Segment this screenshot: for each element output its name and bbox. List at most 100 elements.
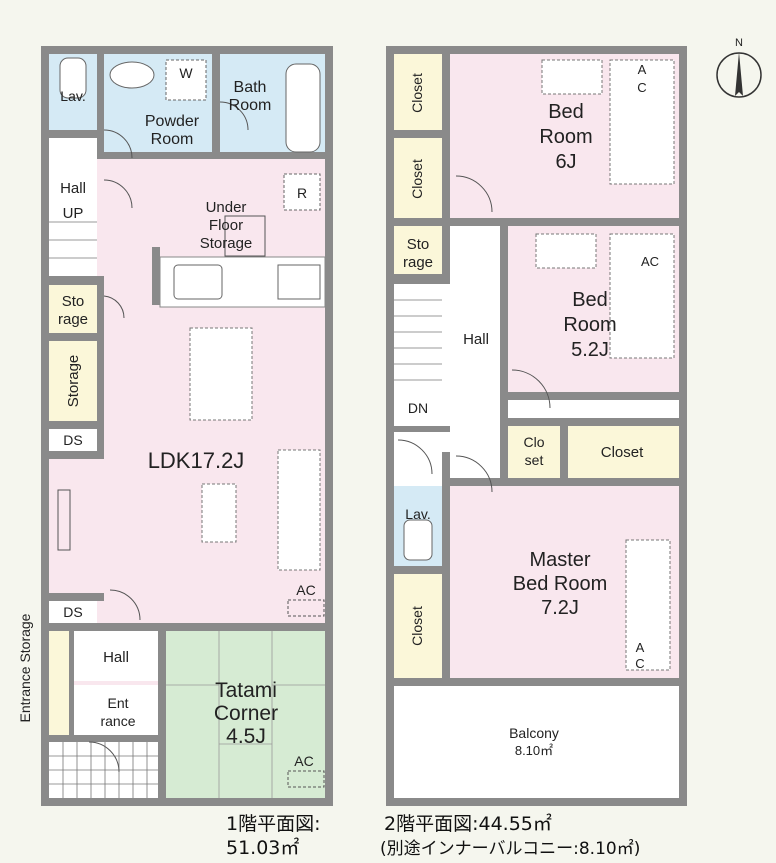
first-floor-door-swings <box>88 101 249 773</box>
entrance-label-2: rance <box>100 713 135 729</box>
ldk-label: LDK17.2J <box>148 448 245 473</box>
underfloor-label-3: Storage <box>200 235 253 252</box>
storage-room <box>49 341 97 421</box>
hall-up-label-2: UP <box>63 205 84 222</box>
second-floor-caption-2: (別途インナーバルコニー:8.10㎡) <box>380 839 640 859</box>
sink-icon <box>173 264 223 300</box>
closet-c-room <box>394 574 442 678</box>
closet-a-label: Closet <box>409 73 425 113</box>
bath-room-label-2: Room <box>229 97 272 114</box>
second-floor: Closet Closet Bed Room 6J A C Sto rage B… <box>386 46 687 806</box>
closet-small-label-1: Clo <box>523 434 544 450</box>
entrance-storage-label: Entrance Storage <box>17 613 33 722</box>
tatami-label-3: 4.5J <box>226 725 266 748</box>
first-floor: Lav. Powder Room W Bath Room Hall UP Und… <box>17 46 333 806</box>
ac-master-label-2: C <box>635 656 644 671</box>
stairs-first-floor <box>49 221 97 259</box>
closet-small-label-2: set <box>525 452 544 468</box>
north-arrow-icon <box>735 52 743 96</box>
refrigerator-label: R <box>297 185 307 201</box>
hall-up-room <box>49 138 97 276</box>
bedroom-6-label-1: Bed <box>548 101 584 123</box>
lav-2f-label: Lav. <box>405 506 430 522</box>
dining-table <box>189 327 253 421</box>
tatami-mat-lines <box>166 631 325 798</box>
hall-2f-label: Hall <box>463 331 489 348</box>
washer-icon <box>165 59 207 101</box>
stairs-second-floor <box>394 299 442 381</box>
closet-a-room <box>394 54 442 130</box>
storage-2f-label-2: rage <box>403 254 433 271</box>
underfloor-label-2: Floor <box>209 217 243 234</box>
master-bedroom-label-2: Bed Room <box>513 573 608 595</box>
bedroom-52-label-2: Room <box>563 314 616 336</box>
hall-up-label-1: Hall <box>60 180 86 197</box>
bed-6j <box>609 59 675 185</box>
storage-2f-label-1: Sto <box>407 236 430 253</box>
first-floor-caption-1: 1階平面図: <box>226 813 321 835</box>
stove-icon <box>277 264 321 300</box>
refrigerator-icon <box>283 173 321 211</box>
bedroom-6-label-2: Room <box>539 126 592 148</box>
bathtub-icon <box>285 63 321 153</box>
coffee-table <box>201 483 237 543</box>
underfloor-storage-hatch <box>224 215 266 257</box>
entrance-tile-grid <box>49 742 158 798</box>
washer-label: W <box>179 65 193 81</box>
sofa <box>277 449 321 571</box>
second-floor-interior-walls <box>394 54 679 686</box>
balcony-label-2: 8.10㎡ <box>515 743 553 758</box>
ac-unit-tatami <box>287 770 325 788</box>
powder-room-label-2: Room <box>151 131 194 148</box>
storage-small-label-2: rage <box>58 311 88 328</box>
tatami-room <box>166 631 325 798</box>
ac-master-label-1: A <box>636 640 645 655</box>
kitchen-wall <box>152 247 160 305</box>
ac-ldk-label: AC <box>296 582 315 598</box>
closet-b-room <box>394 138 442 218</box>
bedroom-6-label-3: 6J <box>555 151 576 173</box>
storage-small-room <box>49 285 97 333</box>
ds-lower-room <box>49 601 97 623</box>
tatami-label-1: Tatami <box>215 679 277 702</box>
entrance-room <box>74 685 158 735</box>
ac-bed6-label-2: C <box>637 80 646 95</box>
second-floor-door-swings <box>397 175 551 493</box>
hall-entry-label: Hall <box>103 649 129 666</box>
closet-small-room <box>508 426 560 478</box>
bedroom-52-label-1: Bed <box>572 289 608 311</box>
ac-tatami-label: AC <box>294 753 313 769</box>
ds-upper-label: DS <box>63 432 82 448</box>
closet-b-label: Closet <box>409 159 425 199</box>
heater-icon <box>57 489 71 551</box>
underfloor-label-1: Under <box>206 199 247 216</box>
ac-unit-ldk <box>287 599 325 617</box>
balcony-label-1: Balcony <box>509 725 559 741</box>
compass: N <box>716 37 762 98</box>
toilet-icon <box>59 57 87 99</box>
washbasin-2f-icon <box>403 519 433 561</box>
storage-small-label-1: Sto <box>62 293 85 310</box>
ac-bed6-label-1: A <box>638 62 647 77</box>
storage-room-2f <box>394 226 442 274</box>
master-bedroom-label-1: Master <box>529 549 590 571</box>
compass-north-label: N <box>735 37 743 49</box>
entrance-storage-room <box>49 631 69 735</box>
dn-label: DN <box>408 400 428 416</box>
first-floor-caption-2: 51.03㎡ <box>226 836 299 859</box>
lav-label: Lav. <box>60 88 85 104</box>
hall-entry-room <box>74 631 158 681</box>
desk-52j <box>535 233 597 269</box>
ds-upper-room <box>49 429 97 451</box>
storage-label: Storage <box>65 355 82 408</box>
first-floor-interior-walls <box>49 54 325 798</box>
master-bedroom-label-3: 7.2J <box>541 597 579 619</box>
entrance-label-1: Ent <box>107 695 128 711</box>
bedroom-52-label-3: 5.2J <box>571 339 609 361</box>
tatami-label-2: Corner <box>214 702 278 725</box>
second-floor-caption-1: 2階平面図:44.55㎡ <box>384 812 552 835</box>
desk-6j <box>541 59 603 95</box>
balcony-room <box>394 686 679 798</box>
closet-c-label: Closet <box>409 606 425 646</box>
